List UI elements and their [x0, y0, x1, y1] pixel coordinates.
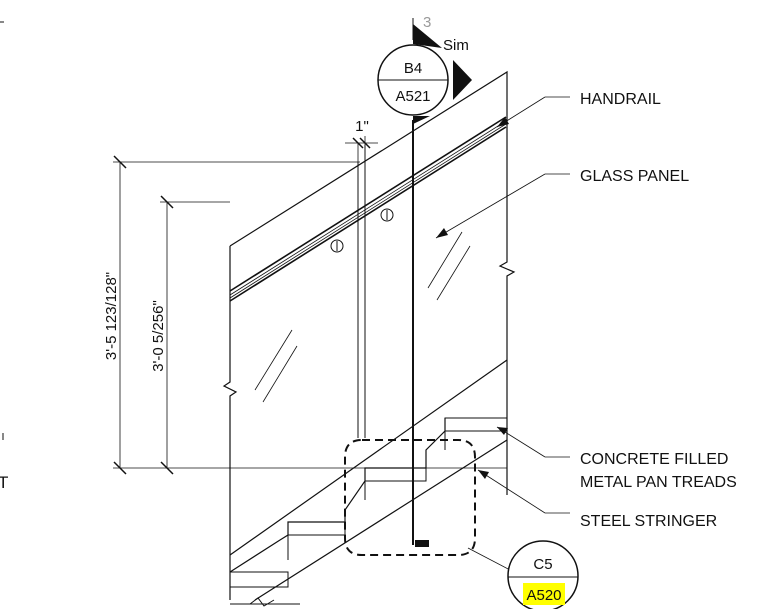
treads-label-line-1: CONCRETE FILLED: [580, 451, 728, 468]
stair-treads: [229, 359, 508, 607]
section-sheet-number: A521: [395, 88, 430, 105]
handrail-bracket-icon: [380, 208, 394, 222]
glass-reflection-mark: [254, 329, 293, 391]
section-marker-number: 3: [423, 14, 431, 31]
glass-panel-callout: GLASS PANEL: [435, 168, 689, 239]
edge-text-fragment: T: [0, 473, 8, 492]
dimension-glass-height: 3'-0 5/256": [150, 195, 230, 475]
section-marker: B4 A521 3 Sim: [377, 14, 472, 124]
post-lines: [357, 145, 366, 438]
dimension-post-gap: 1": [345, 118, 378, 165]
handrail-label: HANDRAIL: [580, 91, 661, 108]
glass-panel-label: GLASS PANEL: [580, 168, 689, 185]
steel-stringer-label: STEEL STRINGER: [580, 513, 717, 530]
detail-callout-marker: C5 A520: [467, 540, 579, 609]
callout-sheet-number[interactable]: A520: [526, 587, 561, 604]
overall-height-dimension: 3'-5 123/128": [103, 272, 120, 360]
post-gap-dimension: 1": [355, 118, 369, 135]
glass-panel: [222, 70, 516, 600]
treads-label-line-2: METAL PAN TREADS: [580, 474, 737, 491]
section-similar-note: Sim: [443, 37, 469, 54]
section-detail-number: B4: [404, 60, 422, 77]
sheet-highlight: [523, 583, 565, 605]
dimension-overall-height: 3'-5 123/128": [103, 155, 507, 475]
stringer-top-line: [229, 359, 508, 556]
stringer-bottom-line: [254, 439, 508, 601]
callout-detail-number: C5: [533, 556, 552, 573]
detail-boundary-c5: [344, 439, 476, 556]
stringer-callout: STEEL STRINGER: [477, 469, 717, 530]
glass-reflection-mark: [427, 231, 463, 289]
glass-reflection-mark: [262, 345, 298, 403]
glass-height-dimension: 3'-0 5/256": [150, 300, 167, 372]
handrail: [229, 116, 507, 302]
handrail-bracket-icon: [330, 239, 344, 253]
glass-reflection-mark: [436, 245, 471, 301]
handrail-callout: HANDRAIL: [496, 91, 661, 128]
treads-callout: CONCRETE FILLED METAL PAN TREADS: [496, 426, 737, 491]
